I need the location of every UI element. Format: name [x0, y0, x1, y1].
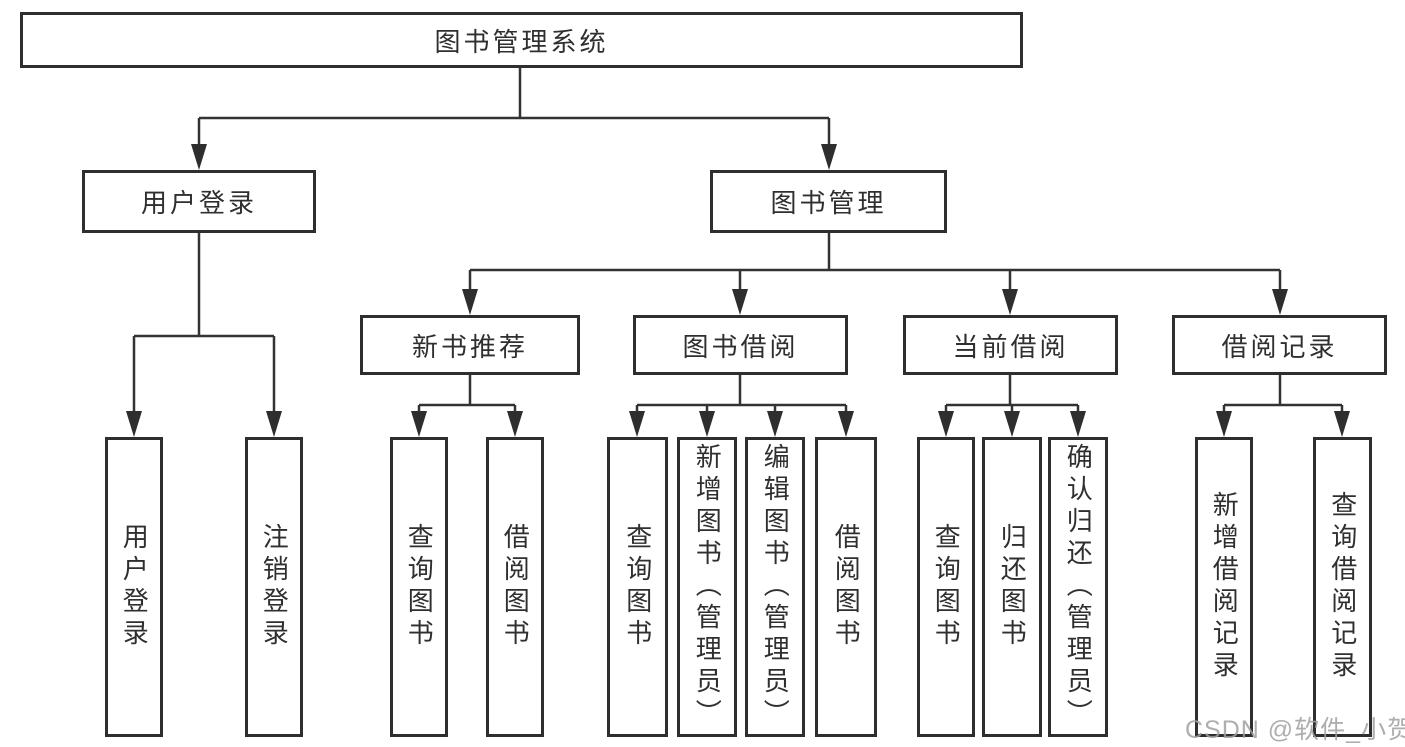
leaf-add-borrow-record-label: 新增借阅记录	[1209, 491, 1240, 683]
node-user-login: 用户登录	[82, 170, 316, 233]
leaf-confirm-return-admin-label: 确认归还（管理员）	[1063, 443, 1094, 731]
leaf-query-books-recommend-label: 查询图书	[404, 523, 435, 651]
node-root-system: 图书管理系统	[20, 12, 1023, 68]
node-new-book-recommend: 新书推荐	[360, 315, 580, 375]
leaf-borrow-books-recommend: 借阅图书	[486, 437, 544, 737]
leaf-borrow-books-label: 借阅图书	[831, 523, 862, 651]
leaf-logout-label: 注销登录	[259, 523, 290, 651]
leaf-query-books-borrowing-label: 查询图书	[622, 523, 653, 651]
leaf-return-books: 归还图书	[982, 437, 1042, 737]
leaf-borrow-books: 借阅图书	[815, 437, 877, 737]
node-root-label: 图书管理系统	[434, 26, 609, 57]
node-borrowing-records-label: 借阅记录	[1221, 331, 1338, 362]
leaf-query-borrow-record: 查询借阅记录	[1313, 437, 1372, 737]
leaf-add-books-admin: 新增图书（管理员）	[677, 437, 737, 737]
leaf-logout: 注销登录	[245, 437, 303, 737]
node-user-login-label: 用户登录	[140, 188, 257, 218]
node-current-borrowing: 当前借阅	[903, 315, 1118, 375]
leaf-query-borrow-record-label: 查询借阅记录	[1327, 491, 1358, 683]
node-book-management: 图书管理	[710, 170, 947, 233]
leaf-add-borrow-record: 新增借阅记录	[1195, 437, 1253, 737]
leaf-query-books-current-label: 查询图书	[931, 523, 962, 651]
leaf-edit-books-admin-label: 编辑图书（管理员）	[760, 443, 791, 731]
leaf-user-login: 用户登录	[105, 437, 163, 737]
leaf-confirm-return-admin: 确认归还（管理员）	[1048, 437, 1108, 737]
csdn-watermark: CSDN @软件_小贺同学	[1185, 716, 1405, 744]
leaf-edit-books-admin: 编辑图书（管理员）	[745, 437, 805, 737]
node-current-borrowing-label: 当前借阅	[952, 331, 1069, 362]
leaf-add-books-admin-label: 新增图书（管理员）	[692, 443, 723, 731]
leaf-user-login-label: 用户登录	[119, 523, 150, 651]
leaf-borrow-books-recommend-label: 借阅图书	[500, 523, 531, 651]
node-book-borrowing: 图书借阅	[633, 315, 848, 375]
node-new-book-recommend-label: 新书推荐	[411, 331, 528, 362]
leaf-return-books-label: 归还图书	[997, 523, 1028, 651]
leaf-query-books-borrowing: 查询图书	[607, 437, 668, 737]
node-book-management-label: 图书管理	[770, 188, 887, 218]
leaf-query-books-current: 查询图书	[917, 437, 975, 737]
arrowheads	[126, 144, 1350, 437]
node-book-borrowing-label: 图书借阅	[682, 331, 799, 362]
node-borrowing-records: 借阅记录	[1172, 315, 1387, 375]
leaf-query-books-recommend: 查询图书	[390, 437, 448, 737]
